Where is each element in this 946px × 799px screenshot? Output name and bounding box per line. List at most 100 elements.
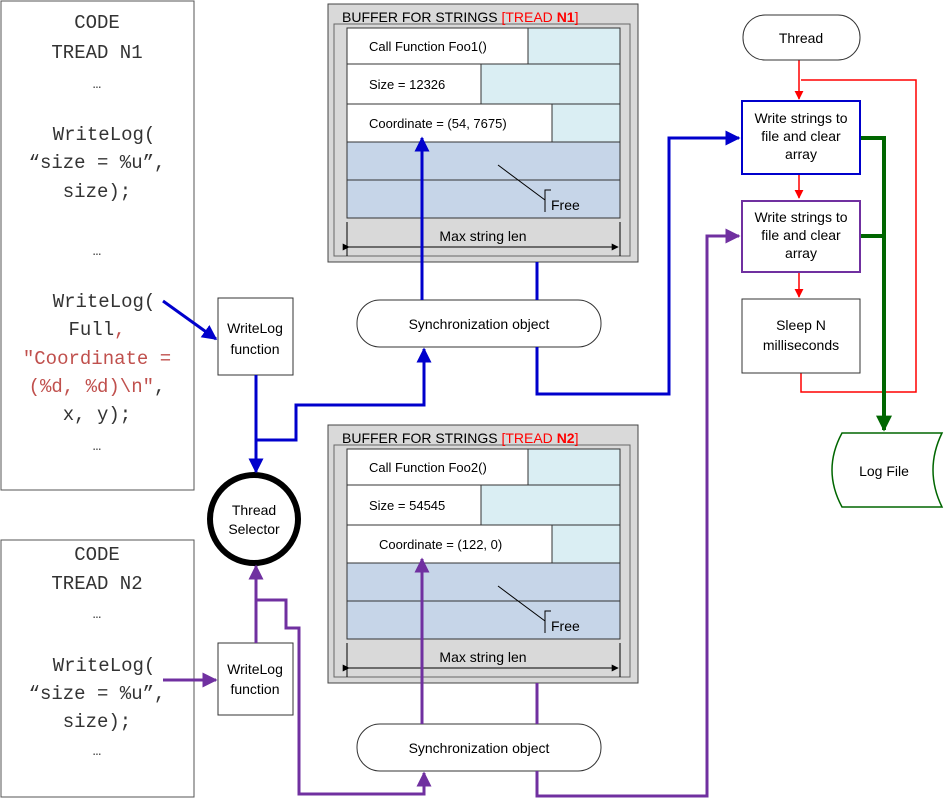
thread-selector: Thread Selector [207, 472, 301, 566]
buffer-n1-row-1-box [346, 27, 529, 65]
code-n1-ellipsis-2: … [93, 244, 101, 260]
buffer-n1-title-num: N1 [557, 9, 575, 25]
writelog-function-1-frame [217, 297, 294, 376]
code-n1-writelog1-line1: WriteLog( [53, 124, 156, 146]
buffer-n1-title-tread: [TREAD [501, 9, 556, 25]
code-n1-writelog2-line5: x, y); [63, 404, 131, 426]
sleep-box [741, 298, 861, 374]
buffer-n2-free-label: Free [551, 618, 580, 634]
buffer-n2-row-2-text: Size = 54545 [369, 498, 445, 513]
red-connectors [794, 60, 917, 393]
purple-connectors [163, 228, 741, 798]
sync-object-2-label: Synchronization object [409, 740, 550, 756]
code-n2-ellipsis-2: … [93, 744, 101, 760]
code-n1-writelog1-line2: “size = %u”, [29, 152, 166, 174]
code-n2-heading-tread: TREAD N2 [51, 573, 142, 595]
buffer-n1-row-3-box [346, 103, 553, 143]
thread-terminal [742, 14, 861, 61]
buffer-n1-free-bracket [544, 189, 551, 212]
thread-selector-line2: Selector [228, 521, 280, 537]
code-n2-writelog-line3: size); [63, 711, 131, 733]
buffer-n2-title-close: ] [575, 430, 579, 446]
sleep-line1: Sleep N [776, 317, 826, 333]
red-loop-back [800, 79, 917, 393]
code-n1-heading-code: CODE [74, 12, 120, 34]
write1-line1: Write strings to [754, 110, 847, 126]
buffer-n1-row-3-text: Coordinate = (54, 7675) [369, 116, 507, 131]
blue-arrow-code-to-writelog [162, 299, 218, 341]
code-n2-ellipsis-1: … [93, 607, 101, 623]
thread-terminal-label: Thread [779, 30, 823, 46]
green-arrow-write1-to-logfile [860, 136, 892, 432]
sync-object-2: Synchronization object [356, 723, 602, 772]
buffer-n2-title-tread: [TREAD [501, 430, 556, 446]
code-n1-full-comma: , [114, 319, 125, 341]
buffer-n2-free-bracket [544, 610, 551, 633]
code-n1-writelog2-line1: WriteLog( [53, 291, 156, 313]
writelog-function-2-line2: function [230, 681, 279, 697]
write2-line2: file and clear [761, 227, 841, 243]
sync-object-1: Synchronization object [356, 299, 602, 348]
buffer-n2-free-pointer [497, 585, 546, 622]
buffer-n1-row-2-box [346, 63, 482, 105]
code-block-n2-frame [0, 539, 195, 798]
log-file-label: Log File [859, 463, 909, 479]
sync-object-1-shape [356, 299, 602, 348]
buffer-n1-free-slot-2 [346, 179, 621, 219]
code-n1-full-arg: Full [68, 319, 114, 341]
write2-line3: array [785, 245, 817, 261]
blue-arrow-selector-to-sync [256, 347, 432, 442]
writelog-function-box-2: WriteLog function [217, 642, 294, 716]
buffer-n1-row-2-text: Size = 12326 [369, 77, 445, 92]
write2-line1: Write strings to [754, 209, 847, 225]
buffer-n1-free-pointer [497, 164, 546, 201]
code-n1-writelog1-line3: size); [63, 181, 131, 203]
writelog-function-box-1: WriteLog function [217, 297, 294, 376]
code-block-n1-frame [0, 0, 195, 491]
code-n2-heading-code: CODE [74, 544, 120, 566]
code-n1-ellipsis-3: … [93, 439, 101, 455]
code-n1-writelog2-line3: "Coordinate = [23, 348, 171, 370]
code-block-thread-n2: CODE TREAD N2 … WriteLog( “size = %u”, s… [0, 539, 195, 798]
code-n1-writelog2-line2: Full, [68, 319, 125, 341]
buffer-n2-free-slot-2 [346, 600, 621, 640]
purple-arrow-sync-to-write2 [535, 228, 741, 798]
write1-line3: array [785, 146, 817, 162]
purple-arrow-selector-to-sync [256, 598, 432, 796]
code-n1-format-string: (%d, %d)\n" [29, 376, 154, 398]
writer-thread-flow: Thread Write strings to file and clear a… [741, 14, 944, 508]
code-n1-writelog2-line4: (%d, %d)\n", [29, 376, 166, 398]
green-connectors [860, 136, 892, 432]
buffer-n1-free-label: Free [551, 197, 580, 213]
buffer-n2-free-slot-1 [346, 562, 621, 602]
buffer-n2-inner-frame [333, 444, 631, 678]
blue-connectors [162, 130, 741, 474]
code-n1-format-comma: , [154, 376, 165, 398]
buffer-thread-n2: BUFFER FOR STRINGS [TREAD N2] Call Funct… [327, 424, 639, 684]
buffer-n1-row-1-text: Call Function Foo1() [369, 39, 487, 54]
sleep-line2: milliseconds [763, 337, 839, 353]
writelog-function-2-frame [217, 642, 294, 716]
buffer-n1-inner-frame [333, 23, 631, 257]
buffer-n2-title-num: N2 [557, 430, 575, 446]
writelog-function-1-line1: WriteLog [227, 320, 283, 336]
buffer-n2-title: BUFFER FOR STRINGS [TREAD N2] [342, 430, 578, 446]
blue-arrow-sync-to-write1 [535, 130, 741, 396]
code-n1-heading-tread: TREAD N1 [51, 42, 142, 64]
buffer-n1-title-close: ] [575, 9, 579, 25]
buffer-n2-row-2-box [346, 484, 482, 526]
code-n2-writelog-line1: WriteLog( [53, 655, 156, 677]
buffer-n1-title: BUFFER FOR STRINGS [TREAD N1] [342, 9, 578, 25]
thread-selector-circle [207, 472, 301, 566]
buffer-n2-row-3-box [346, 524, 553, 564]
code-n1-ellipsis-1: … [93, 77, 101, 93]
write1-line2: file and clear [761, 128, 841, 144]
buffer-n1-title-prefix: BUFFER FOR STRINGS [342, 9, 501, 25]
write-strings-box-2 [741, 200, 861, 273]
sync-object-1-label: Synchronization object [409, 316, 550, 332]
log-file-storage [831, 432, 944, 508]
code-n2-writelog-line2: “size = %u”, [29, 683, 166, 705]
writelog-function-1-line2: function [230, 341, 279, 357]
buffer-n1-max-label: Max string len [439, 228, 526, 244]
